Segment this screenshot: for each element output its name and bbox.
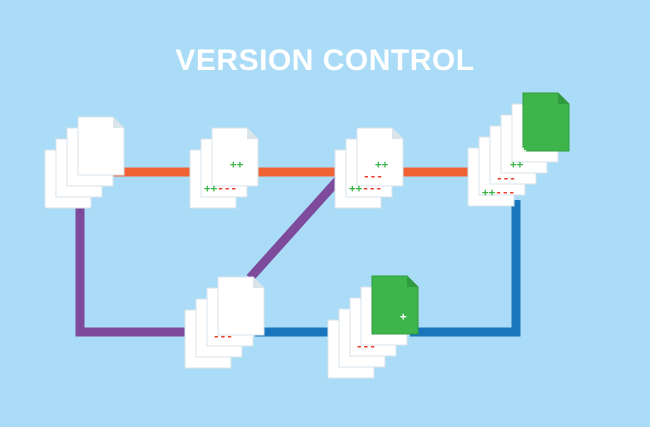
branch-lines [75,167,605,337]
change-mark: ++--- [482,186,515,199]
change-mark: + [400,310,407,323]
merge-branch-line-2 [410,200,521,337]
change-mark: ++ [510,158,524,171]
version-node-b1: --- [184,276,265,369]
version-nodes: ++++---++---++---+++---++------+--- [44,92,570,379]
change-mark: ++--- [204,182,237,195]
change-mark: ++ [230,158,244,171]
file-icon [356,127,404,187]
file-icon [217,276,265,336]
change-mark: + [520,144,527,157]
new-file-icon [522,92,570,152]
file-icon [211,127,259,187]
version-node-v2: ++ ++--- [189,127,259,209]
version-node-v4: +++---++--- [467,92,570,207]
version-node-v1 [44,116,125,209]
change-mark: ++--- [349,182,382,195]
change-mark: --- [213,330,233,343]
change-mark: ++ [375,158,389,171]
change-mark: --- [363,170,383,183]
change-mark: --- [356,340,376,353]
change-mark: --- [496,172,516,185]
file-icon [77,116,125,176]
version-node-v3: ++---++--- [334,127,404,209]
diagram-title: VERSION CONTROL [175,44,475,77]
version-node-b2: + --- [327,275,419,379]
new-file-icon [371,275,419,335]
feature-merge-line [246,176,342,282]
feature-branch-line [75,200,190,337]
